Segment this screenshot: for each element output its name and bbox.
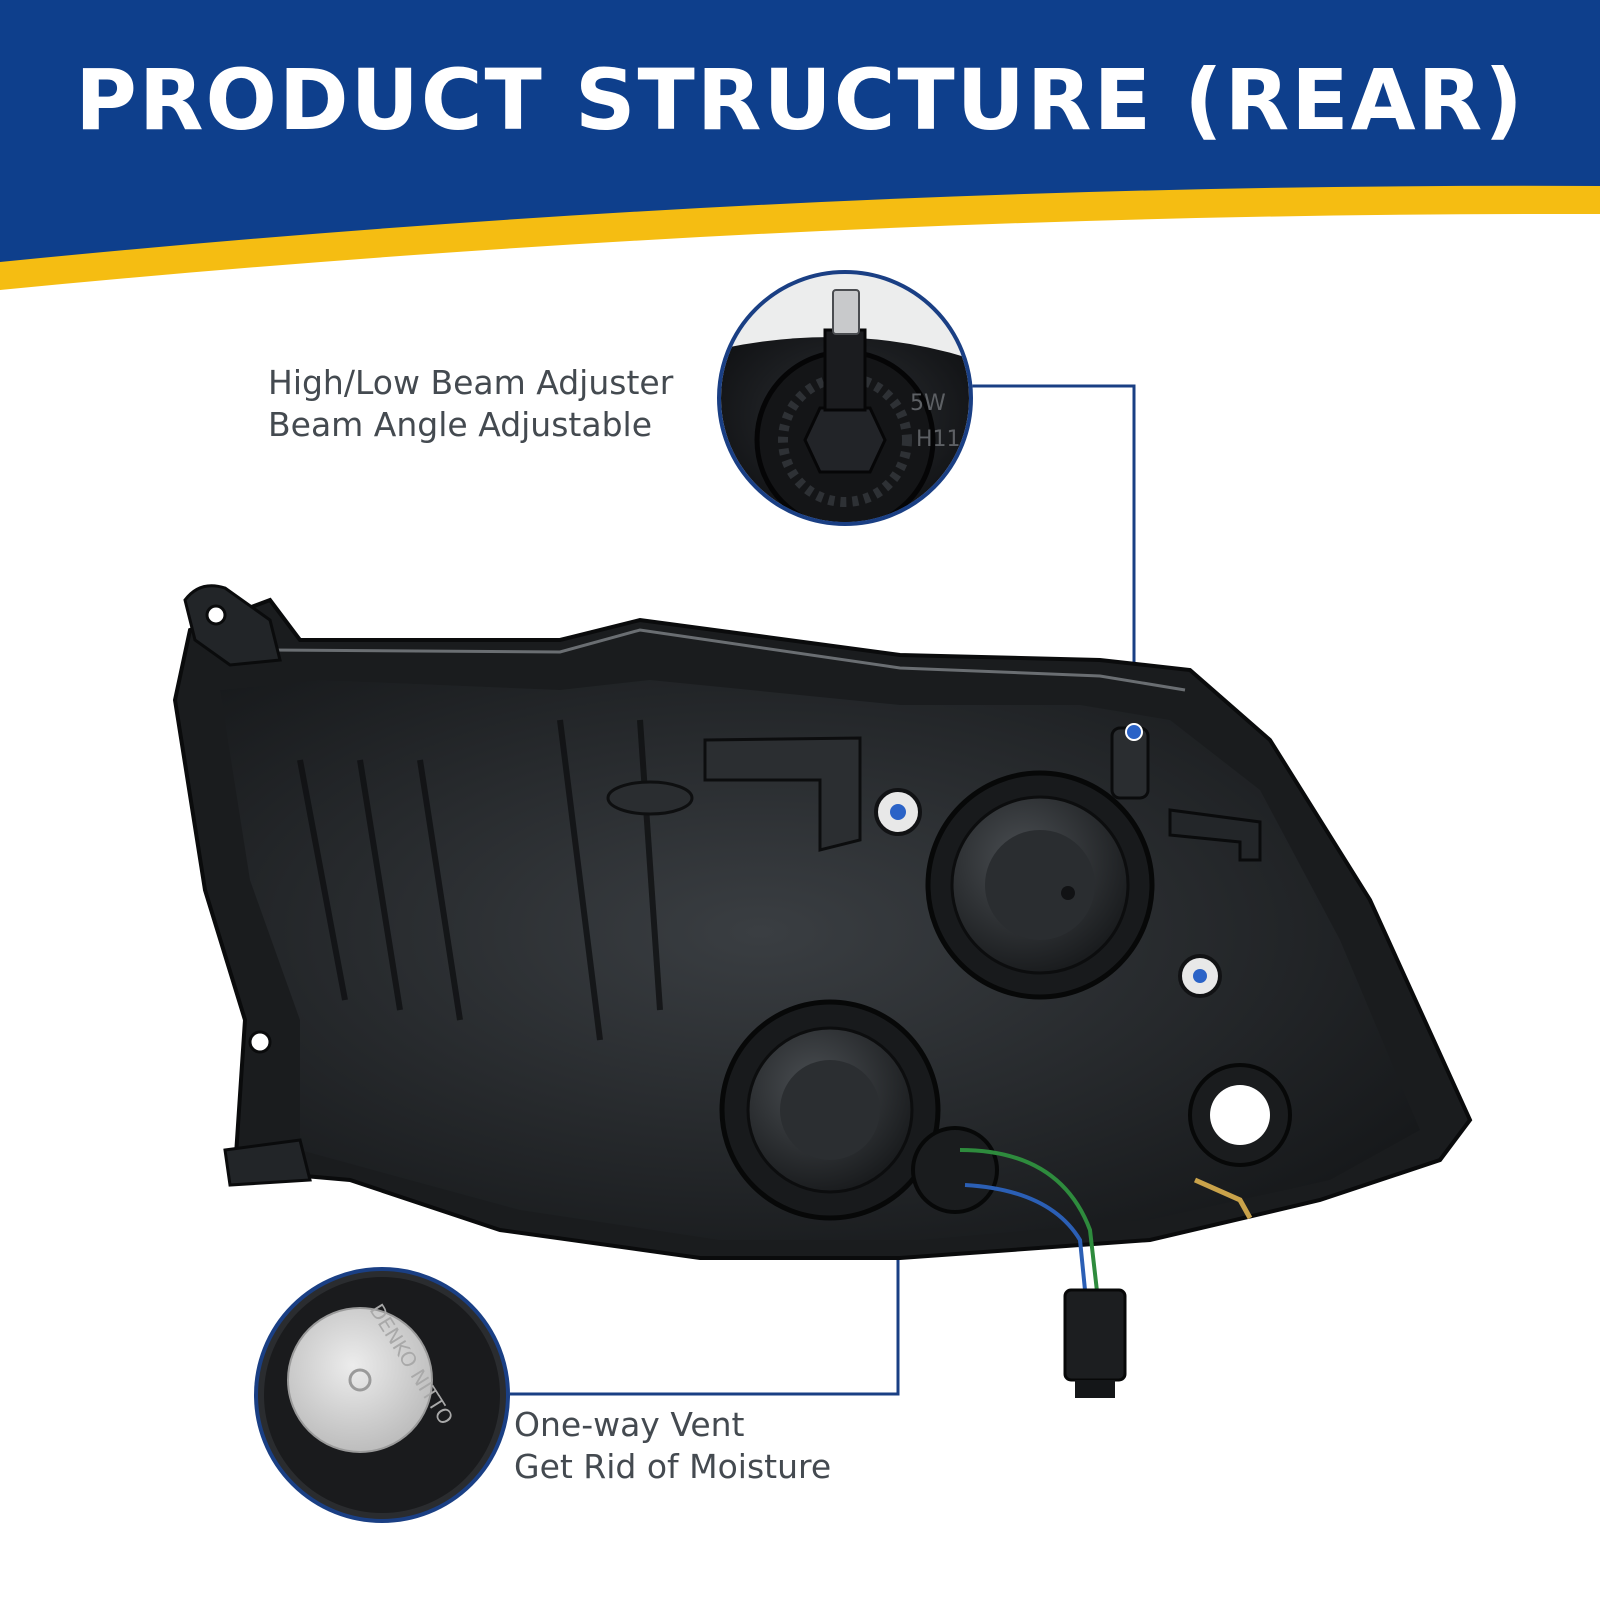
inset-bulb-marking-2: H11 [916,427,961,452]
leader-line-adjuster [968,384,1136,730]
bulb-cap-lower [719,999,941,1221]
callout-beam-adjuster-line2: Beam Angle Adjustable [268,405,652,444]
callout-vent-line2: Get Rid of Moisture [514,1447,832,1486]
turn-signal-port [1188,1063,1292,1220]
vent-marker-upper [874,788,922,836]
inset-bulb-marking-1: 5W [910,391,946,416]
side-bracket-right [1168,808,1262,862]
mounting-tab-top-left [183,584,282,667]
inset-bottom-ring [254,1267,510,1523]
inset-top-ring [717,270,973,526]
inset-beam-adjuster: 5W H11 [717,270,973,526]
housing-top-edge [269,628,1186,692]
banner-blue-band [0,0,1600,262]
header-banner [0,0,1600,290]
housing-ribs [297,719,663,1041]
bulb-cap-main [925,770,1155,1000]
mounting-tab-bottom-left [223,1138,312,1187]
vent-marker-right [1178,954,1222,998]
adjuster-post [1110,723,1150,800]
callout-one-way-vent: One-way Vent Get Rid of Moisture [514,1404,831,1488]
housing-upper-block [703,736,862,852]
housing-badge-oval [606,780,694,816]
mounting-hole-top-left [205,604,227,626]
inset-one-way-vent: DENKO NITTO [254,1267,510,1523]
callout-vent-line1: One-way Vent [514,1405,745,1444]
adjuster-marker-dot [1125,723,1143,741]
callout-beam-adjuster: High/Low Beam Adjuster Beam Angle Adjust… [268,362,673,446]
callout-beam-adjuster-line1: High/Low Beam Adjuster [268,363,674,402]
page-title: PRODUCT STRUCTURE (REAR) [75,51,1525,149]
wiring-socket [911,1126,1127,1398]
mounting-hole-left [248,1030,272,1054]
